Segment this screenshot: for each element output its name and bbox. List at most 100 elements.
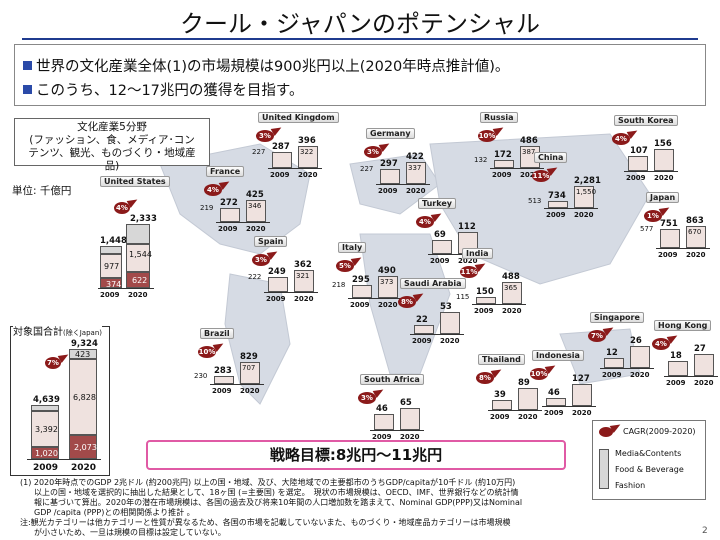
value-2009: 272 [220,198,238,208]
value-2020: 422 [406,152,424,162]
cagr-badge: 3% [252,254,270,266]
bar-2020 [686,226,706,248]
cagr-badge: 7% [45,357,61,369]
headline-line-2: このうち、12〜17兆円の獲得を目指す。 [23,79,303,100]
country-name: Brazil [200,328,234,339]
value-2009: 22 [416,315,428,325]
bar-2020 [440,312,460,334]
bar-media-2020 [126,224,150,244]
cagr-badge: 1% [644,210,662,222]
country-name: Russia [480,112,518,123]
value-2020: 9,324 [71,339,98,349]
bar-2009 [546,398,566,406]
value-2020: 2,281 [574,176,601,186]
value-2009: 751 [660,219,678,229]
bar-2020 [572,384,592,406]
country-name: China [534,152,568,163]
cagr-badge: 10% [530,368,548,380]
country-name: Germany [366,128,415,139]
country-name: France [206,166,245,177]
value-2009: 295 [352,275,370,285]
value-2020: 26 [630,336,642,346]
inner-value-2020: 365 [504,284,518,292]
bar-fashion-2009 [100,278,122,288]
bar-2009 [548,201,568,208]
value-2009: 1,448 [100,236,127,246]
bar-2020 [502,282,522,304]
bar-2020 [400,408,420,430]
bar-2009 [414,325,434,334]
bar-2009 [352,285,372,298]
value-2020: 65 [400,398,412,408]
value-2020: 27 [694,344,706,354]
inner-value-2020: 387 [522,148,536,156]
country-name: India [462,248,493,259]
country-name: Indonesia [532,350,584,361]
footnotes: (1) 2020年時点でのGDP 2兆ドル (約200兆円) 以上の国・地域、及… [20,478,523,537]
inner-value-2020: 321 [296,272,310,280]
legend: CAGR(2009-2020) Media&Contents Food & Be… [592,420,706,500]
cagr-badge: 4% [204,184,222,196]
bar-2009 [432,240,452,254]
inner-value-2009: 227 [252,148,266,156]
strategic-goal: 戦略目標:8兆円〜11兆円 [146,440,566,470]
chart-usa: United States 4% 1,448 2,333 977 1,544 3… [96,176,176,306]
value-2009: 287 [272,142,290,152]
inner-value-2020: 707 [242,364,256,372]
bar-2009 [492,400,512,410]
inner-value-2009: 577 [640,225,654,233]
country-name: South Korea [614,115,678,126]
bar-2009 [380,169,400,184]
value-2009: 4,639 [33,395,60,405]
value-2009: 18 [670,351,682,361]
page-number: 2 [702,526,708,536]
country-name: United Kingdom [258,112,339,123]
cagr-badge: 10% [198,346,216,358]
value-2020: 89 [518,378,530,388]
bar-2009 [668,361,688,376]
cagr-badge: 4% [114,202,130,214]
inner-value-2009: 227 [360,165,374,173]
headline-box: 世界の文化産業全体(1)の市場規模は900兆円以上(2020年時点推計値)。 こ… [14,44,706,106]
inner-value-2020: 1,550 [576,188,597,196]
value-2009: 172 [494,150,512,160]
inner-value-2009: 115 [456,293,470,301]
bar-media-2009 [100,246,122,254]
inner-value-2009: 219 [200,204,214,212]
inner-value-2020: 373 [380,278,394,286]
bar-2009 [220,208,240,222]
country-name: Singapore [590,312,644,323]
value-2009: 734 [548,191,566,201]
cagr-badge: 8% [476,372,494,384]
cagr-badge: 4% [416,216,434,228]
bar-2020 [630,346,650,368]
bar-food-2020 [126,244,150,272]
inner-value-2009: 218 [332,281,346,289]
cagr-badge: 8% [398,296,416,308]
country-name: Japan [646,192,680,203]
bar-2020 [574,186,594,208]
bar-2009 [272,152,292,168]
cagr-badge: 10% [478,130,496,142]
value-2009: 12 [606,348,618,358]
bar-2020 [298,146,318,168]
country-name: Hong Kong [654,320,712,331]
bar-food-2009 [100,254,122,278]
cagr-badge: 3% [256,130,274,142]
value-2009: 69 [434,230,446,240]
value-2020: 112 [458,222,476,232]
bar-2009 [214,376,234,384]
value-2020: 863 [686,216,704,226]
cagr-legend-icon [599,427,613,437]
page-title: クール・ジャパンのポテンシャル [180,10,540,38]
value-2020: 425 [246,190,264,200]
